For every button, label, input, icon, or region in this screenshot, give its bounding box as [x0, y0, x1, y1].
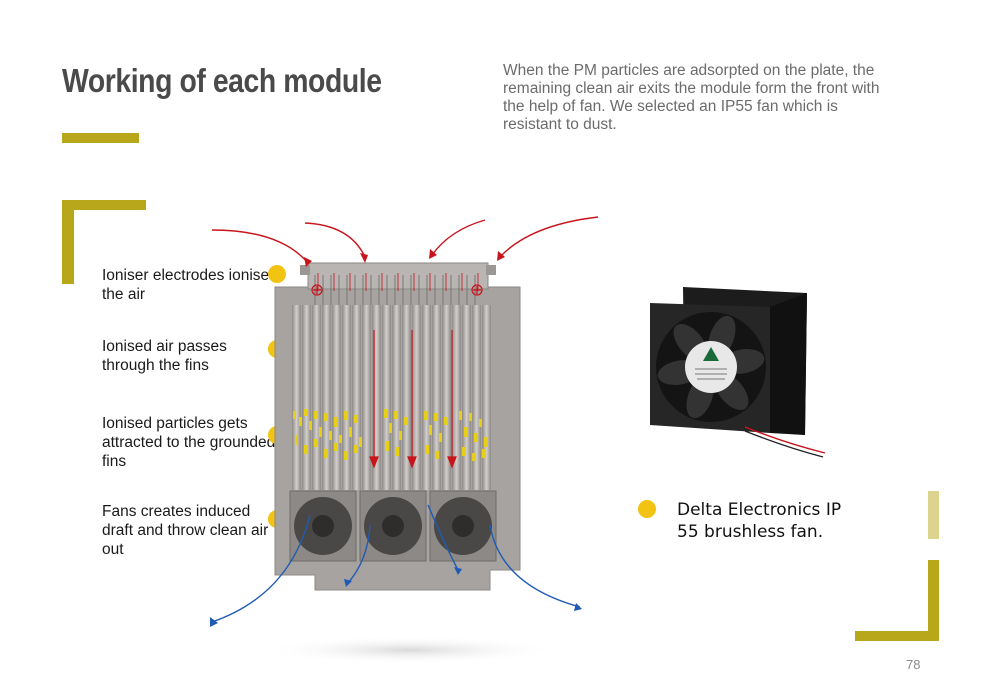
page-title: Working of each module — [62, 62, 382, 99]
step-4-text: Fans creates induced draft and throw cle… — [102, 503, 269, 558]
title-underline-bar — [62, 133, 139, 143]
fan-photo — [650, 287, 826, 458]
corner-bracket-right — [928, 560, 939, 641]
step-2-text: Ionised air passes through the fins — [102, 338, 227, 374]
step-3-text: Ionised particles gets attracted to the … — [102, 415, 276, 470]
step-1-text: Ioniser electrodes ionises the air — [102, 267, 277, 303]
fan-label: Delta Electronics IP 55 brushless fan. — [677, 500, 842, 542]
corner-bracket-left — [62, 200, 74, 284]
decor-bar-light — [928, 491, 939, 539]
corner-bracket-bottom — [855, 631, 939, 641]
blue-exhaust-arrow — [211, 504, 581, 623]
module-illustration — [210, 216, 599, 664]
ionised-particles — [293, 409, 487, 461]
description-text: When the PM particles are adsorpted on t… — [503, 62, 880, 133]
page-number: 78 — [906, 657, 921, 672]
fan-label-dot — [638, 500, 656, 518]
corner-bracket-top — [62, 200, 146, 210]
red-intake-arrow — [211, 216, 599, 264]
step-1-dot — [268, 265, 286, 283]
